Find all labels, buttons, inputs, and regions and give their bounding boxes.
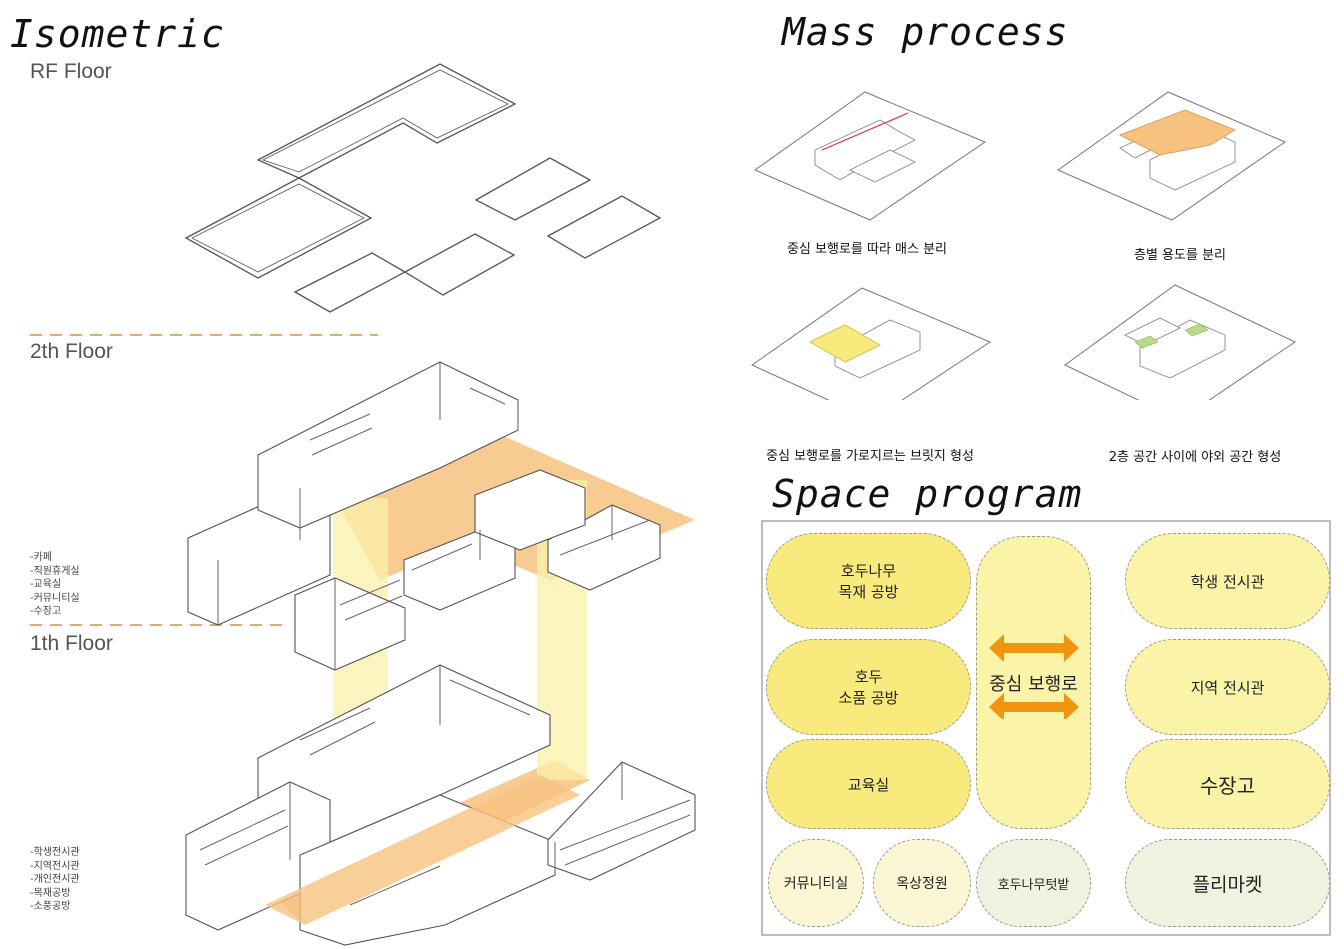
mass-caption-4: 2층 공간 사이에 야외 공간 형성 [1108, 450, 1282, 465]
mass-process-diagrams [750, 91, 1297, 400]
1f-floor-label: 1th Floor [30, 632, 113, 655]
program-storage: 수장고 [1125, 739, 1330, 829]
1f-use-list: -학생전시관 -지역전시관 -개인전시관 -목재공방 -소풍공방 [30, 846, 80, 914]
use-item: -수장고 [30, 606, 62, 617]
1f-plan [185, 664, 696, 946]
use-item: -개인전시관 [30, 874, 80, 885]
program-flea-market: 플리마켓 [1125, 839, 1330, 927]
mass-caption-1: 중심 보행로를 따라 매스 분리 [786, 242, 948, 257]
mass-caption-3: 중심 보행로를 가로지르는 브릿지 형성 [766, 449, 974, 464]
use-item: -소풍공방 [30, 901, 71, 912]
use-item: -카페 [30, 552, 53, 563]
isometric-title: Isometric [10, 12, 225, 56]
axis-red-line [821, 112, 909, 151]
2f-use-list: -카페 -직원휴게실 -교육실 -커뮤니티실 -수장고 [30, 551, 80, 619]
rf-slab-outlines [184, 63, 662, 313]
use-item: -직원휴게실 [30, 565, 80, 577]
use-item: -목재공방 [30, 887, 71, 899]
arrow-icon [989, 634, 1079, 719]
use-item: -교육실 [30, 579, 62, 590]
program-craftshop: 호두 소품 공방 [766, 639, 971, 735]
program-education: 교육실 [766, 739, 971, 829]
rf-floor-label: RF Floor [30, 60, 112, 83]
program-rooftop: 옥상정원 [873, 839, 971, 927]
program-walnut-field: 호두나무텃밭 [976, 839, 1091, 927]
use-item: -커뮤니티실 [30, 592, 80, 604]
space-program-box: 호두나무 목재 공방 호두 소품 공방 교육실 커뮤니티실 옥상정원 중심 보행… [761, 520, 1331, 936]
isometric-drawing [30, 63, 696, 946]
program-central-path: 중심 보행로 [976, 536, 1091, 829]
space-program-title: Space program [772, 472, 1083, 516]
2f-plan [187, 361, 695, 920]
program-woodshop: 호두나무 목재 공방 [766, 533, 971, 629]
2f-floor-label: 2th Floor [30, 340, 113, 363]
program-local-gallery: 지역 전시관 [1125, 639, 1330, 735]
program-community: 커뮤니티실 [768, 839, 864, 927]
use-item: -지역전시관 [30, 860, 80, 872]
mass-caption-2: 층별 용도를 분리 [1134, 248, 1226, 263]
use-item: -학생전시관 [30, 847, 80, 858]
mass-process-title: Mass process [782, 10, 1069, 54]
program-student-gallery: 학생 전시관 [1125, 533, 1330, 629]
